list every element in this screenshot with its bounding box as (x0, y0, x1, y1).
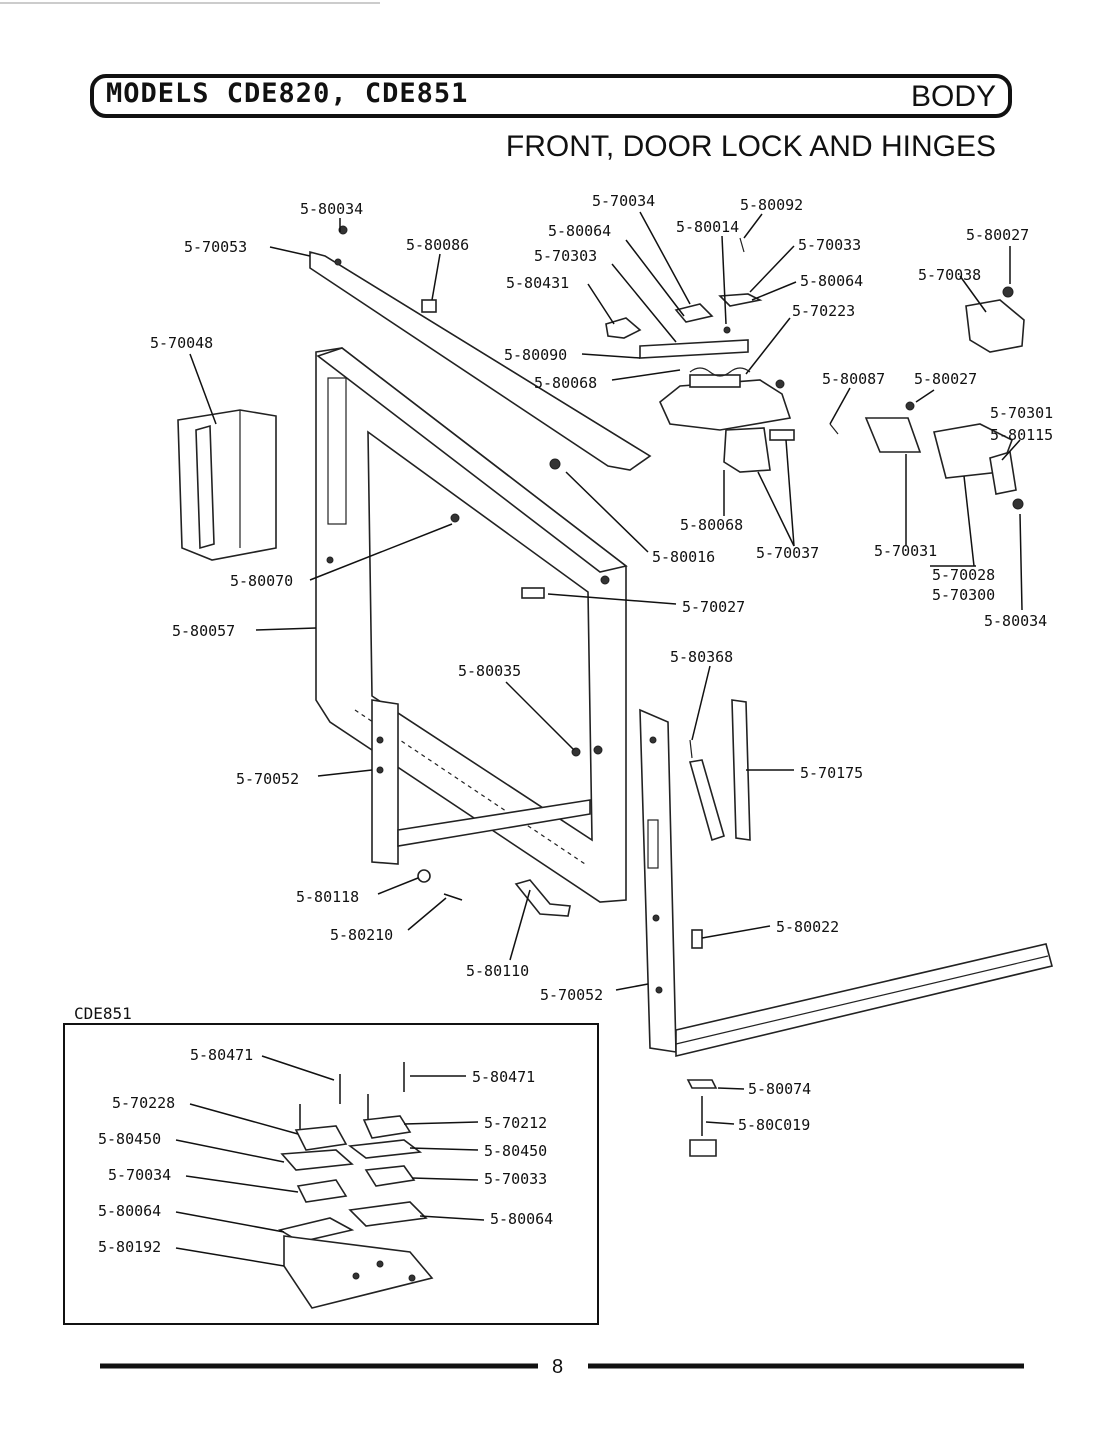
lock-switch-parts (338, 225, 763, 359)
side-bracket-part (177, 409, 277, 561)
part-label: 5-70038 (918, 266, 981, 284)
hinge-part (688, 699, 751, 842)
part-label: 5-80064 (98, 1202, 161, 1220)
part-label: 5-80192 (98, 1238, 161, 1256)
section-title: BODY (910, 80, 996, 113)
part-label: 5-80118 (296, 888, 359, 906)
part-label: 5-80450 (484, 1142, 547, 1160)
models-title: MODELS CDE820, CDE851 (106, 78, 469, 109)
part-labels: 5-80034 5-70053 5-80086 5-70048 5-70034 … (98, 192, 1053, 1256)
part-label: 5-70223 (792, 302, 855, 320)
part-label: 5-70034 (592, 192, 655, 210)
part-label: 5-80057 (172, 622, 235, 640)
part-label: 5-70228 (112, 1094, 175, 1112)
part-label: 5-80368 (670, 648, 733, 666)
part-label: 5-80471 (472, 1068, 535, 1086)
part-label: 5-70053 (184, 238, 247, 256)
part-label: 5-80034 (300, 200, 363, 218)
door-switch-part (965, 286, 1025, 353)
frame-leg-left-part (371, 699, 591, 865)
part-label: 5-80086 (406, 236, 469, 254)
part-label: 5-70301 (990, 404, 1053, 422)
part-label: 5-80064 (490, 1210, 553, 1228)
part-label: 5-80068 (534, 374, 597, 392)
part-label: 5-80087 (822, 370, 885, 388)
part-label: 5-80471 (190, 1046, 253, 1064)
part-label: 5-80210 (330, 926, 393, 944)
part-label: 5-70048 (150, 334, 213, 352)
terminal-parts (864, 401, 1024, 510)
part-label: 5-70300 (932, 586, 995, 604)
part-label: 5-80034 (984, 612, 1047, 630)
part-label: 5-80431 (506, 274, 569, 292)
part-label: 5-70303 (534, 247, 597, 265)
part-label: 5-70052 (540, 986, 603, 1004)
part-label: 5-80090 (504, 346, 567, 364)
diagram-subtitle: FRONT, DOOR LOCK AND HINGES (505, 130, 996, 163)
part-label: 5-80027 (914, 370, 977, 388)
part-label: 5-80070 (230, 572, 293, 590)
part-label: 5-80014 (676, 218, 739, 236)
part-label: 5-80074 (748, 1080, 811, 1098)
leader-lines (175, 211, 1023, 1267)
frame-leg-right-part (639, 708, 1053, 1058)
inset-hinge-parts (277, 1062, 434, 1309)
part-label: 5-80064 (548, 222, 611, 240)
part-label: 5-80016 (652, 548, 715, 566)
part-label: 5-80115 (990, 426, 1053, 444)
part-label: 5-70033 (484, 1170, 547, 1188)
part-label: 5-80027 (966, 226, 1029, 244)
inset-frame (63, 1023, 599, 1325)
part-label: 5-80068 (680, 516, 743, 534)
part-label: 5-80064 (800, 272, 863, 290)
part-label: 5-70027 (682, 598, 745, 616)
part-label: 5-70031 (874, 542, 937, 560)
part-label: 5-80092 (740, 196, 803, 214)
part-label: 5-70034 (108, 1166, 171, 1184)
part-label: 5-80450 (98, 1130, 161, 1148)
part-label: 5-80022 (776, 918, 839, 936)
part-label: 5-70052 (236, 770, 299, 788)
lock-rail-part (309, 250, 652, 471)
part-label: 5-70033 (798, 236, 861, 254)
page-number: 8 (552, 1356, 564, 1378)
part-label: 5-70175 (800, 764, 863, 782)
part-label: 5-70028 (932, 566, 995, 584)
inset-model-label: CDE851 (74, 1004, 132, 1023)
lock-mechanism-part (659, 367, 839, 473)
part-label: 5-70212 (484, 1114, 547, 1132)
part-label: 5-80110 (466, 962, 529, 980)
part-label: 5-80035 (458, 662, 521, 680)
fastener-parts (417, 458, 718, 1157)
part-label: 5-70037 (756, 544, 819, 562)
part-label: 5-80C019 (738, 1116, 810, 1134)
header-frame (90, 74, 1012, 118)
